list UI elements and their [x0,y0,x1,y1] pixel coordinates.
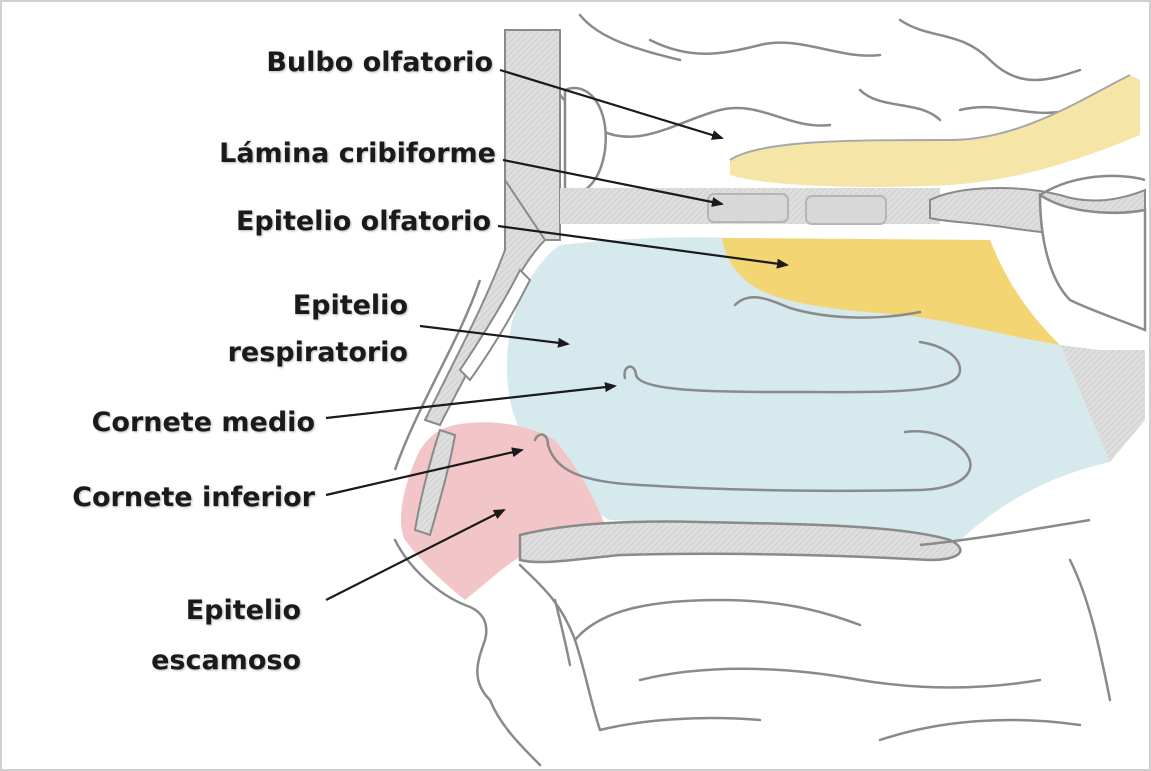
lower-face-outline [395,540,1110,765]
label-epitelio-respiratorio-2: respiratorio [228,336,408,369]
label-epitelio-escamoso-2: escamoso [151,644,301,677]
label-epitelio-escamoso-1: Epitelio [186,594,301,627]
cribriform-block-2 [806,196,886,224]
label-cornete-inferior: Cornete inferior [72,481,315,514]
label-epitelio-respiratorio-1: Epitelio [293,289,408,322]
posterior-wall [1040,195,1145,330]
label-bulbo-olfatorio: Bulbo olfatorio [266,46,493,79]
label-epitelio-olfatorio: Epitelio olfatorio [236,205,491,238]
label-cornete-medio: Cornete medio [92,406,315,439]
cribriform-block-1 [708,194,788,222]
olfactory-bulb-shape [730,75,1140,187]
label-lamina-cribiforme: Lámina cribiforme [219,137,496,170]
sphenoid-outline [1040,176,1145,195]
